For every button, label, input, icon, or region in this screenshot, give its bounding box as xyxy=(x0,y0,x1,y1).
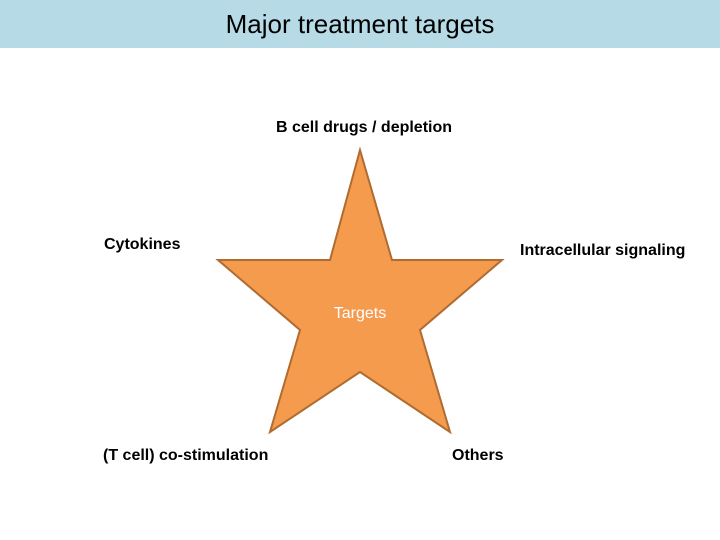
title-bar: Major treatment targets xyxy=(0,0,720,48)
target-label-co-stimulation: (T cell) co-stimulation xyxy=(103,447,269,464)
target-label-others: Others xyxy=(452,447,504,464)
target-label-cytokines: Cytokines xyxy=(104,236,181,253)
star-shape xyxy=(215,146,505,435)
target-label-b-cell: B cell drugs / depletion xyxy=(276,119,453,136)
target-label-intracellular-signaling: Intracellular signaling xyxy=(520,242,686,259)
star-center-label: Targets xyxy=(333,305,387,322)
slide-title: Major treatment targets xyxy=(225,9,495,39)
